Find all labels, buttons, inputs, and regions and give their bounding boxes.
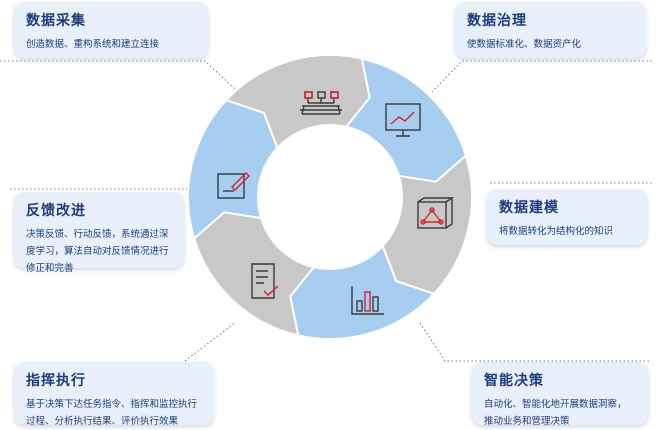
card-desc-decision-line1: 自动化、智能化地开展数据洞察，	[484, 399, 627, 410]
card-collect: 数据采集 创造数据、重构系统和建立连接	[14, 2, 208, 58]
card-desc-feedback-line1: 决策反馈、行动反馈，系统通过深	[26, 229, 169, 240]
card-title-collect: 数据采集	[26, 13, 86, 29]
card-title-decision: 智能决策	[484, 373, 544, 389]
card-title-model: 数据建模	[499, 200, 559, 216]
checklist-icon	[251, 263, 279, 299]
card-decision: 智能决策 自动化、智能化地开展数据洞察， 推动业务和管理决策	[472, 362, 648, 427]
card-govern: 数据治理 使数据标准化、数据资产化	[455, 2, 646, 58]
card-title-govern: 数据治理	[467, 13, 527, 29]
network-icon	[300, 91, 342, 115]
card-desc-command-line1: 基于决策下达任务指令、指挥和监控执行	[26, 399, 198, 410]
connector-collect	[0, 60, 239, 93]
bar-chart-icon	[351, 286, 384, 315]
connector-command	[184, 321, 237, 362]
card-title-command: 指挥执行	[26, 373, 86, 389]
card-desc-feedback-line2: 度学习，算法自动对反馈情况进行	[26, 246, 169, 257]
segment-feedback	[187, 99, 279, 241]
card-desc-model: 将数据转化为结构化的知识	[499, 226, 614, 237]
center-circle	[268, 135, 392, 259]
card-title-feedback: 反馈改进	[26, 203, 86, 219]
card-model: 数据建模 将数据转化为结构化的知识	[487, 189, 647, 245]
card-desc-govern: 使数据标准化、数据资产化	[467, 39, 582, 50]
card-desc-command-line2: 过程、分析执行结果、评价执行效果	[26, 416, 179, 427]
card-desc-command: 基于决策下达任务指令、指挥和监控执行 过程、分析执行结果、评价执行效果	[26, 396, 202, 430]
card-feedback: 反馈改进 决策反馈、行动反馈，系统通过深 度学习，算法自动对反馈情况进行 修正和…	[14, 192, 184, 274]
card-desc-decision-line2: 推动业务和管理决策	[484, 416, 570, 427]
card-command: 指挥执行 基于决策下达任务指令、指挥和监控执行 过程、分析执行结果、评价执行效果	[14, 362, 214, 427]
card-desc-collect: 创造数据、重构系统和建立连接	[26, 39, 160, 50]
chart-monitor-icon	[385, 103, 421, 137]
cube-icon	[417, 197, 455, 229]
connector-decision	[419, 322, 652, 362]
card-desc-feedback: 决策反馈、行动反馈，系统通过深 度学习，算法自动对反馈情况进行 修正和完善	[26, 226, 172, 277]
card-desc-feedback-line3: 修正和完善	[26, 263, 74, 274]
edit-icon	[217, 172, 250, 199]
card-desc-decision: 自动化、智能化地开展数据洞察， 推动业务和管理决策	[484, 396, 636, 430]
